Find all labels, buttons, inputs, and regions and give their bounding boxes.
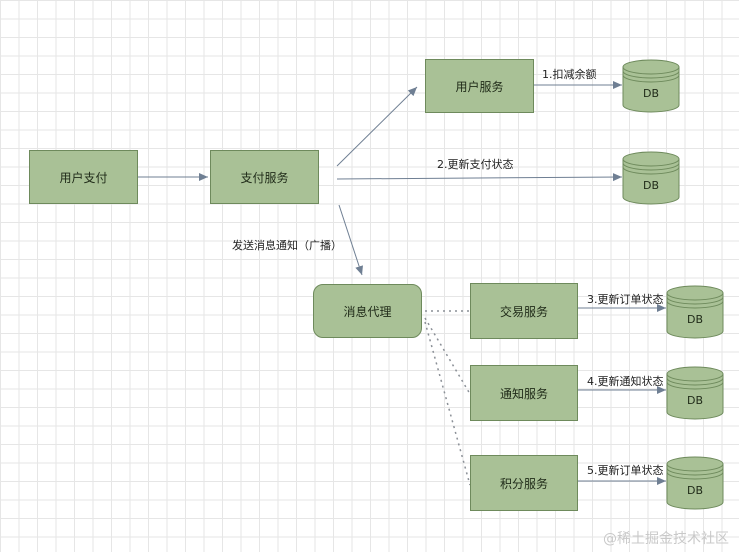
label-update-order-status-trade: 3.更新订单状态 [587, 293, 664, 306]
arrow-pay-service-to-db [336, 173, 623, 182]
node-user-pay[interactable]: 用户支付 [29, 150, 138, 204]
dotted-broker-to-notify [424, 317, 471, 395]
cylinder-icon [622, 59, 680, 113]
arrow-pay-service-to-user-service [336, 86, 418, 167]
node-pay-service-label: 支付服务 [240, 170, 289, 185]
database-notify-label: DB [686, 394, 704, 407]
node-user-service-label: 用户服务 [455, 79, 504, 94]
label-deduct-balance: 1.扣减余额 [542, 68, 597, 81]
node-user-pay-label: 用户支付 [59, 170, 108, 185]
dotted-broker-to-points [424, 321, 471, 486]
cylinder-icon [666, 366, 724, 420]
node-notify-service-label: 通知服务 [499, 386, 548, 401]
label-update-pay-status: 2.更新支付状态 [437, 158, 514, 171]
database-points[interactable]: DB [666, 456, 724, 510]
node-trade-service[interactable]: 交易服务 [470, 283, 578, 339]
node-notify-service[interactable]: 通知服务 [470, 365, 578, 421]
watermark: @稀土掘金技术社区 [603, 531, 729, 547]
label-broadcast: 发送消息通知（广播） [232, 239, 342, 252]
database-trade-label: DB [686, 313, 704, 326]
node-user-service[interactable]: 用户服务 [425, 59, 534, 113]
cylinder-icon [622, 151, 680, 205]
node-pay-service[interactable]: 支付服务 [210, 150, 319, 204]
node-points-service-label: 积分服务 [499, 476, 548, 491]
database-user[interactable]: DB [622, 59, 680, 113]
node-trade-service-label: 交易服务 [499, 304, 548, 319]
database-notify[interactable]: DB [666, 366, 724, 420]
database-trade[interactable]: DB [666, 285, 724, 339]
label-update-order-status-points: 5.更新订单状态 [587, 464, 664, 477]
cylinder-icon [666, 456, 724, 510]
arrow-pay-service-to-broker [338, 204, 363, 276]
label-update-notify-status: 4.更新通知状态 [587, 375, 664, 388]
cylinder-icon [666, 285, 724, 339]
database-user-label: DB [642, 87, 660, 100]
node-points-service[interactable]: 积分服务 [470, 455, 578, 511]
node-message-broker-label: 消息代理 [343, 304, 392, 319]
database-pay[interactable]: DB [622, 151, 680, 205]
database-points-label: DB [686, 484, 704, 497]
node-message-broker[interactable]: 消息代理 [313, 284, 422, 338]
database-pay-label: DB [642, 179, 660, 192]
